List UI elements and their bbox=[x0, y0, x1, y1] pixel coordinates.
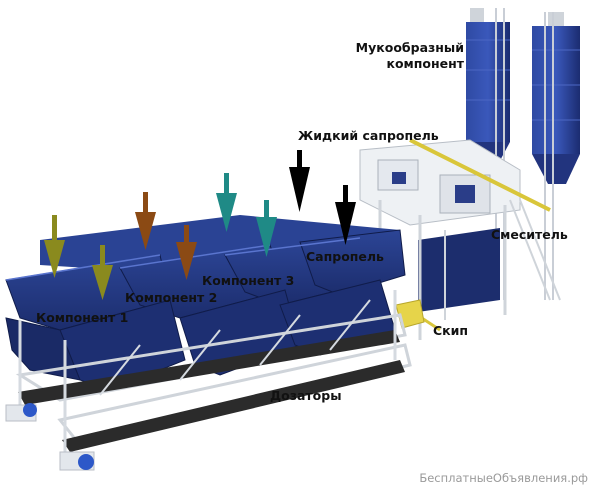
label-powder-line1: Мукообразный bbox=[355, 40, 464, 55]
label-mixer: Смеситель bbox=[491, 227, 568, 242]
arrow-comp1-b bbox=[92, 245, 113, 300]
arrow-comp2-b bbox=[176, 225, 197, 280]
label-dosers: Дозаторы bbox=[270, 388, 342, 403]
label-sapropel: Сапропель bbox=[306, 249, 384, 264]
label-liquid-sapropel: Жидкий сапропель bbox=[298, 128, 439, 143]
arrow-comp3-a bbox=[216, 173, 237, 232]
arrow-comp2-a bbox=[135, 192, 156, 250]
arrow-comp1-a bbox=[44, 215, 65, 278]
conveyor-frames bbox=[5, 290, 412, 471]
label-skip: Скип bbox=[433, 323, 469, 338]
label-powder-component: Мукообразный компонент bbox=[338, 40, 464, 72]
arrows bbox=[44, 150, 356, 300]
watermark: БесплатныеОбъявления.рф bbox=[419, 471, 588, 485]
arrow-liquid bbox=[289, 150, 310, 212]
arrow-comp3-b bbox=[256, 200, 277, 257]
label-component-2: Компонент 2 bbox=[125, 290, 218, 305]
label-component-1: Компонент 1 bbox=[36, 310, 129, 325]
label-component-3: Компонент 3 bbox=[202, 273, 295, 288]
label-powder-line2: компонент bbox=[386, 56, 464, 71]
mixer-tower bbox=[359, 139, 561, 340]
silo-right bbox=[532, 12, 580, 300]
arrow-sapropel bbox=[335, 185, 356, 245]
